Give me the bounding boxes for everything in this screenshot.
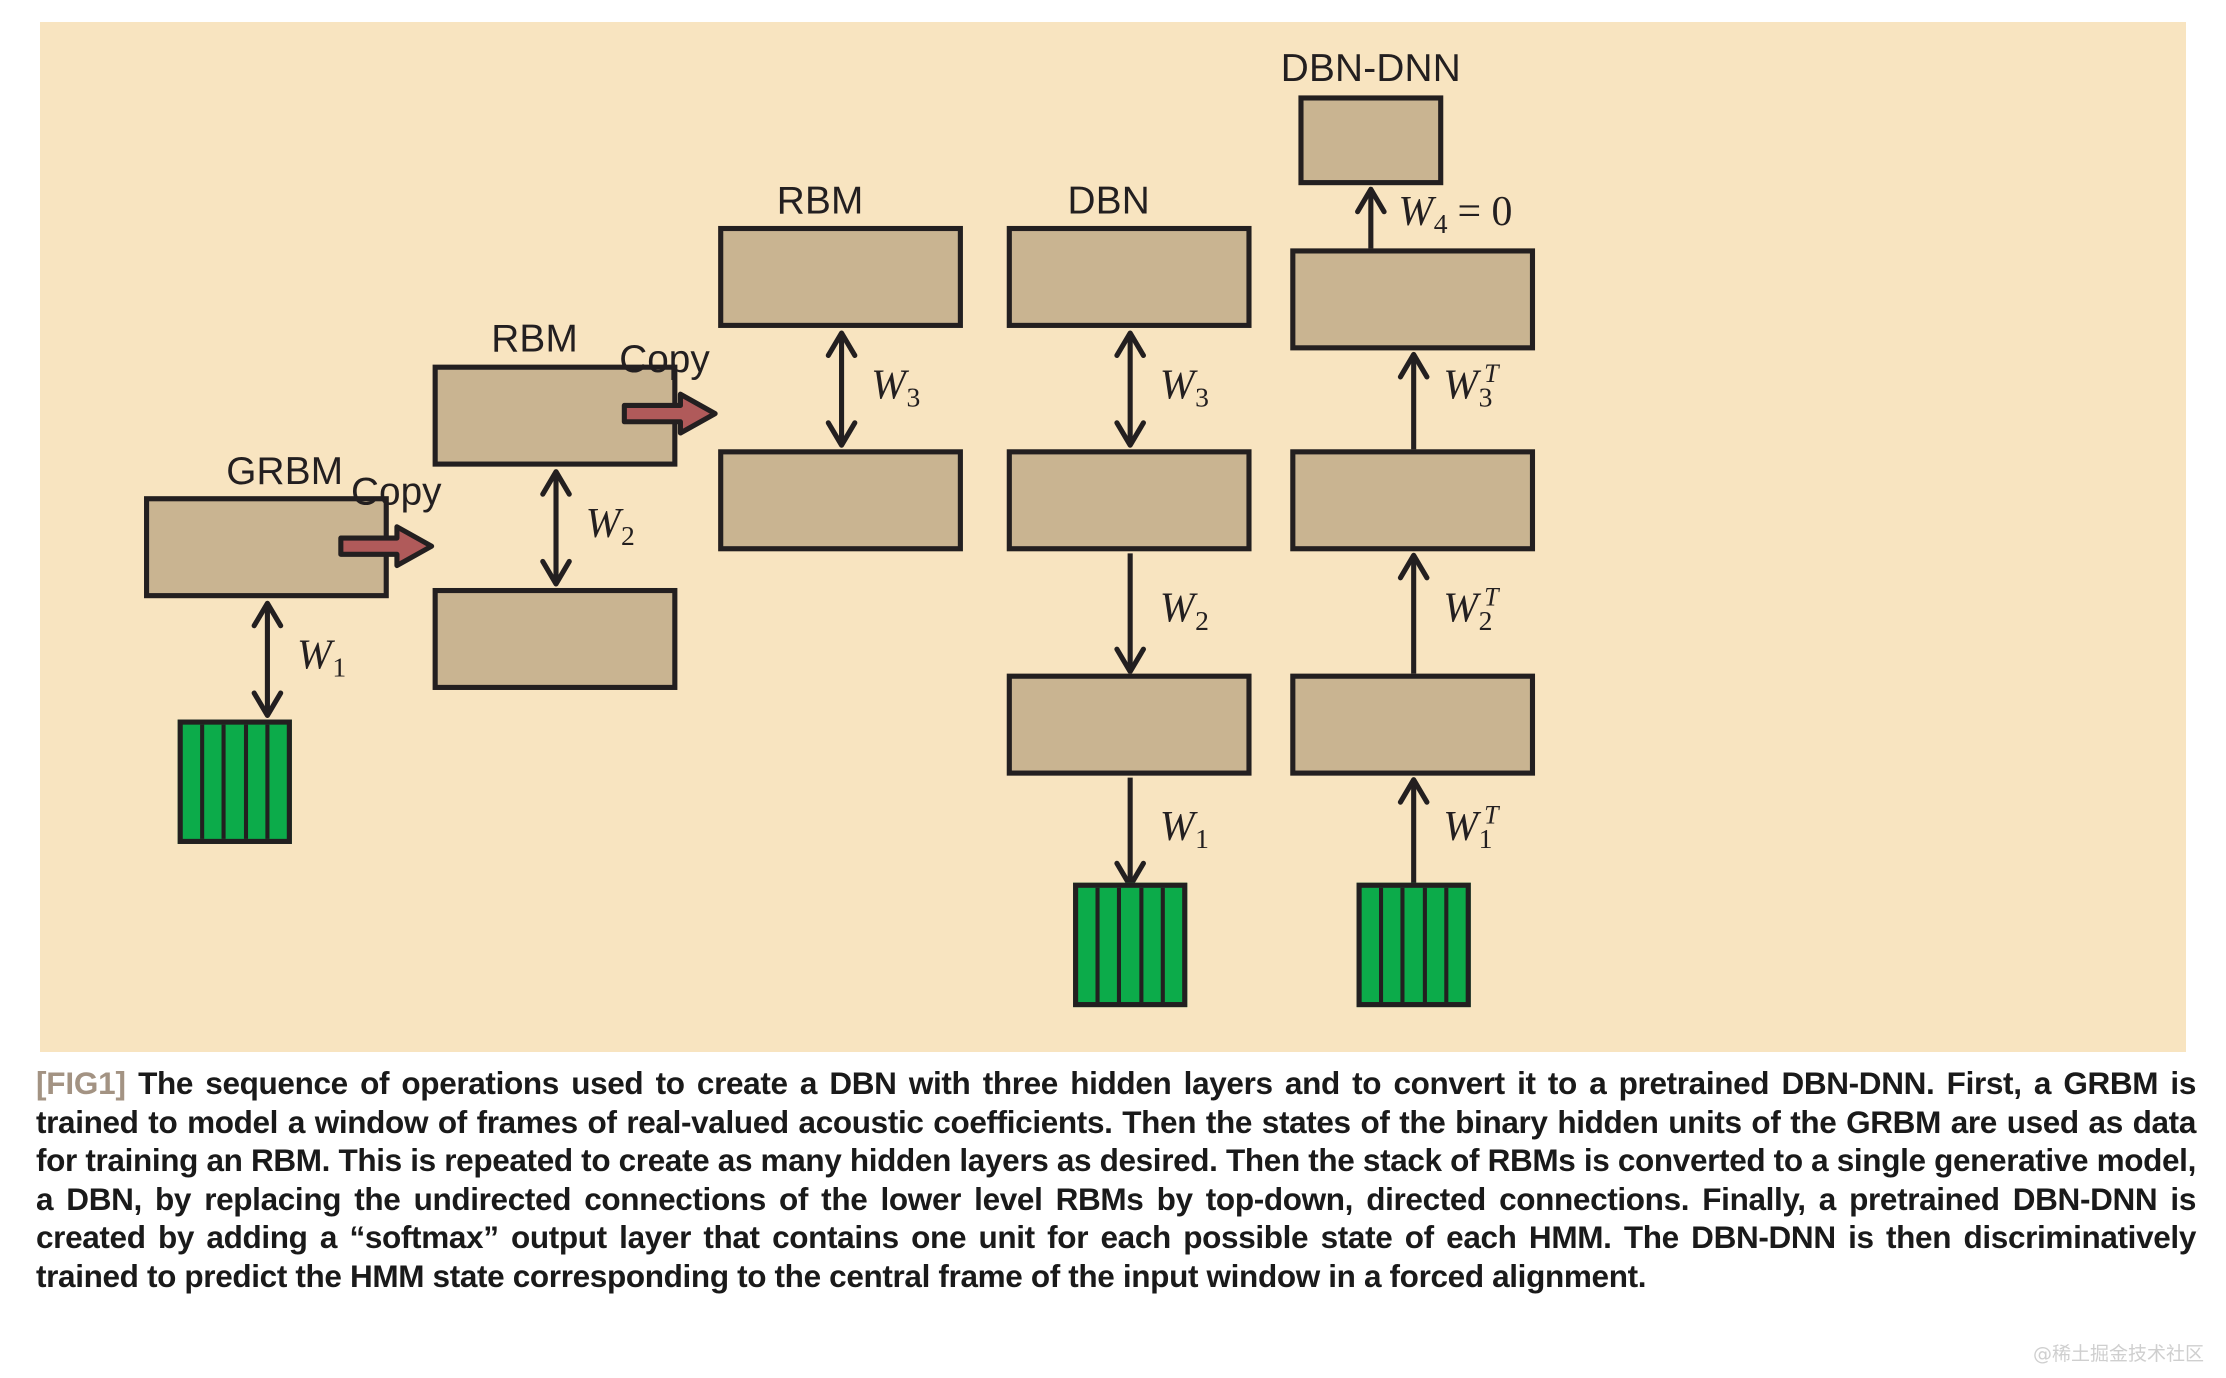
frame-cell [1448,888,1466,1002]
dbn-dnn-w2t-label: W2T [1443,583,1506,634]
dbn-layer2-box [1006,449,1252,552]
grbm-w1-symbol: W [296,630,332,678]
dbn-dnn-w4-subscript: 4 [1433,208,1448,240]
frame-cell [269,725,287,839]
copy-arrow-1 [338,522,436,571]
grbm-w1-subscript: 1 [332,652,347,683]
dbn-dnn-w1t-symbol: W [1443,802,1479,850]
frame-cell [1143,887,1165,1003]
copy-label-2: Copy [619,338,710,381]
dbn-dnn-w1t-superscript: T [1484,801,1499,830]
dbn-dnn-w4-equals: = 0 [1447,187,1513,235]
dbn-w2-subscript: 2 [1195,605,1209,637]
dbn-input-frames [1073,882,1188,1008]
dbn-layer1-box [1006,673,1252,776]
frame-cell [1100,887,1122,1003]
rbm2-visible-layer-box [432,587,678,690]
dbn-dnn-w4-symbol: W [1398,187,1434,235]
dbn-w1-arrow [1112,776,1149,890]
rbm3-title: RBM [776,180,864,223]
rbm3-visible-layer-box [718,449,963,552]
dbn-dnn-w3t-subscript: 3 [1478,382,1493,413]
dbn-w2-symbol: W [1159,583,1195,631]
rbm2-w2-label: W2 [585,499,635,550]
rbm2-title: RBM [491,317,578,361]
figure-tag: [FIG1] [36,1065,126,1101]
frame-cell [226,724,248,839]
dbn-dnn-w1t-subscript: 1 [1478,823,1493,855]
dbn-dnn-w2t-symbol: W [1443,583,1479,631]
frame-cell [204,724,227,839]
dbn-dnn-w2t-arrow [1395,551,1432,675]
dbn-w1-subscript: 1 [1195,823,1209,855]
rbm3-w3-symbol: W [871,360,906,408]
dbn-w2-arrow [1112,551,1149,675]
watermark: @稀土掘金技术社区 [2032,1343,2204,1365]
grbm-title: GRBM [226,450,344,494]
dbn-w3-subscript: 3 [1195,382,1209,413]
dbn-dnn-w3t-superscript: T [1484,359,1499,389]
dbn-dnn-w1t-arrow [1395,776,1432,890]
frame-cell [1427,887,1449,1003]
dbn-dnn-w3t-symbol: W [1443,360,1479,408]
dbn-dnn-input-frames [1356,882,1471,1008]
frame-cell [1165,888,1183,1002]
grbm-input-frames [177,719,292,844]
rbm3-w3-label: W3 [871,360,920,411]
dbn-dnn-layer2-box [1290,449,1536,552]
frame-cell [183,724,205,839]
dbn-dnn-layer1-box [1290,673,1536,776]
dbn-w3-label: W3 [1159,360,1209,411]
rbm3-w3-subscript: 3 [906,382,921,413]
dbn-dnn-w1t-label: W1T [1443,802,1506,853]
frame-cell [1405,887,1427,1003]
dbn-layer3-box [1006,225,1252,328]
dbn-dnn-title: DBN-DNN [1280,47,1461,91]
dbn-w1-label: W1 [1159,802,1209,853]
dbn-w2-label: W2 [1159,583,1209,634]
rbm3-w3-arrow [823,329,860,449]
dbn-dnn-w4-label: W4 = 0 [1398,187,1513,238]
grbm-w1-label: W1 [296,630,346,681]
dbn-dnn-softmax-box [1298,95,1444,186]
frame-cell [1121,887,1144,1003]
copy-label-1: Copy [351,470,442,514]
frame-cell [248,724,270,839]
dbn-w3-arrow [1112,329,1149,449]
dbn-w3-symbol: W [1159,360,1195,408]
figure-caption: [FIG1] The sequence of operations used t… [36,1064,2196,1295]
figure-caption-text: The sequence of operations used to creat… [36,1065,2196,1294]
dbn-dnn-layer3-box [1290,248,1536,351]
rbm2-w2-subscript: 2 [620,520,635,552]
dbn-dnn-w2t-subscript: 2 [1478,605,1493,637]
dbn-dnn-w3t-arrow [1395,350,1432,452]
diagram-panel: GRBM W1 Copy RBM [40,22,2186,1052]
dbn-w1-symbol: W [1159,802,1195,850]
copy-arrow-2 [621,389,719,438]
dbn-dnn-w3t-label: W3T [1443,360,1506,411]
rbm2-w2-symbol: W [585,499,621,547]
rbm3-hidden-layer-box [718,225,963,328]
frame-cell [1078,887,1100,1003]
dbn-title: DBN [1067,180,1150,223]
grbm-w1-arrow [249,599,286,719]
frame-cell [1383,887,1405,1003]
frame-cell [1362,887,1384,1003]
dbn-dnn-w2t-superscript: T [1484,583,1499,612]
rbm2-w2-arrow [538,468,575,588]
